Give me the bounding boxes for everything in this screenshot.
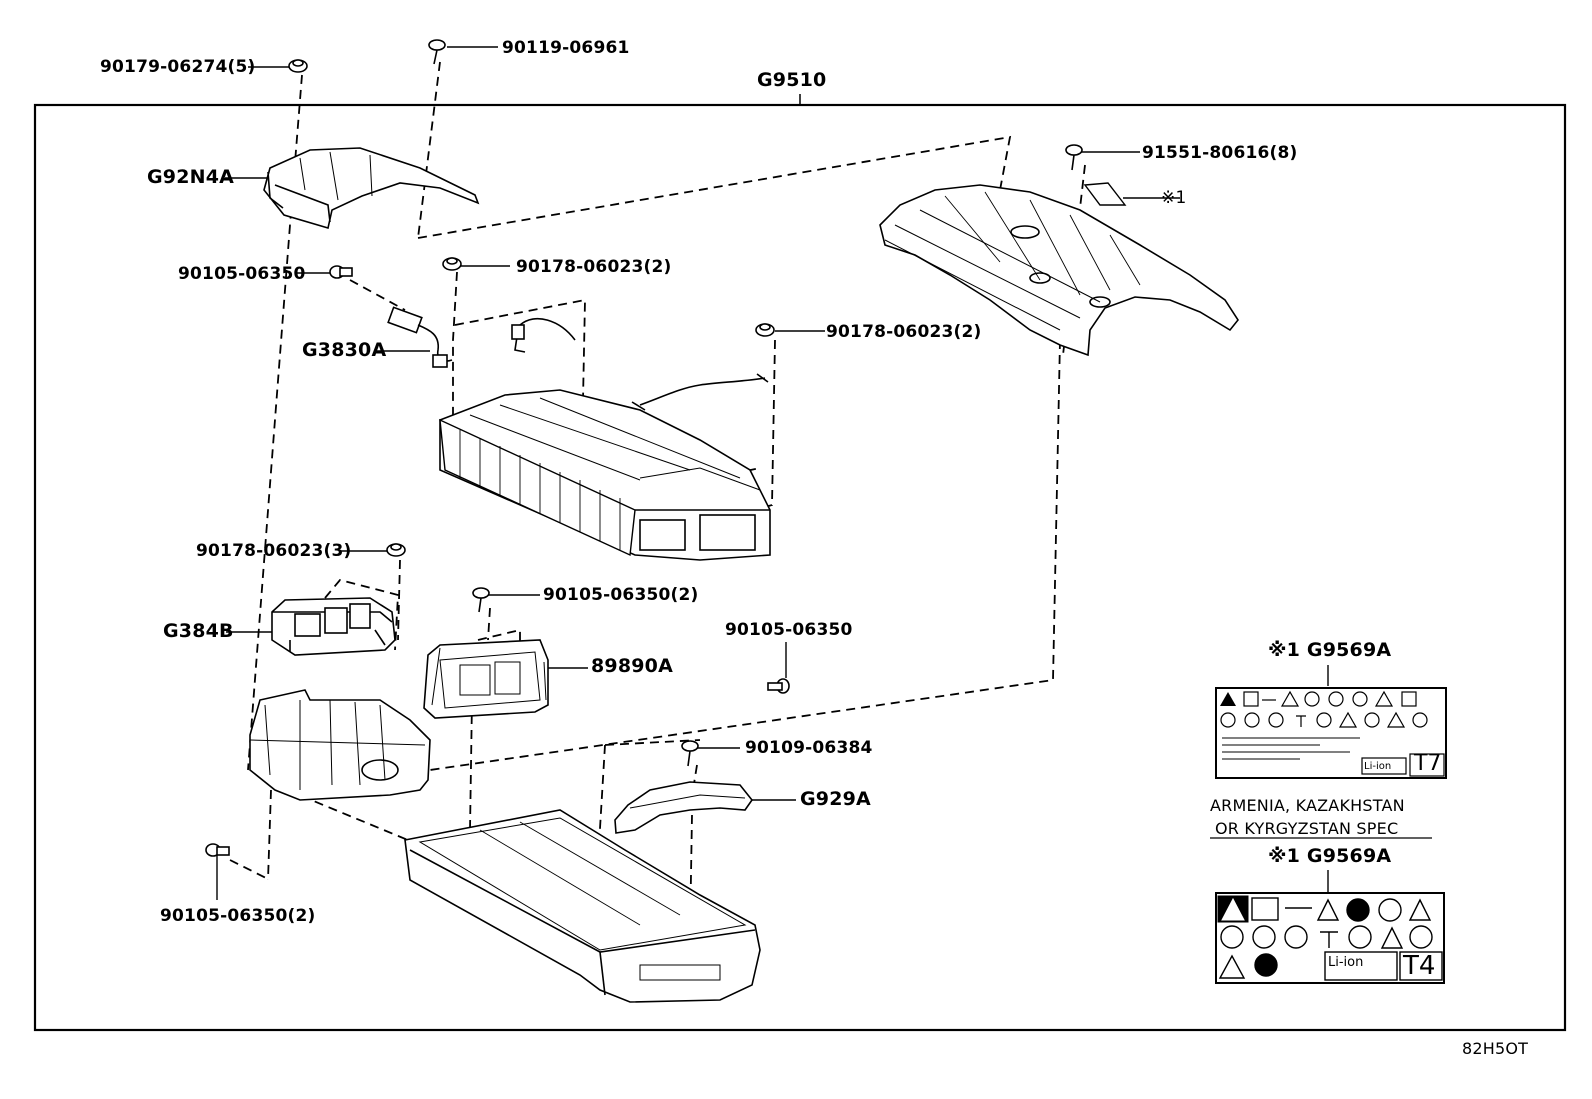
bracket-g929a-drawing (614, 781, 753, 834)
solid-leader-lines (216, 46, 1329, 900)
junction-block-g384b-drawing (271, 597, 396, 656)
callout-91551-80616[interactable]: 91551-80616(8) (1142, 143, 1298, 163)
wire-g3830a-drawing (387, 306, 576, 368)
battery-module-drawing (439, 389, 771, 561)
region-note-line1: ARMENIA, KAZAKHSTAN (1210, 796, 1405, 815)
label-t4-liion: Li-ion (1328, 955, 1364, 970)
nut-90178-b-icon (755, 323, 775, 337)
label-t7-title[interactable]: ※1 G9569A (1268, 639, 1392, 661)
callout-note-1: ※1 (1161, 188, 1187, 208)
callout-90178-06023-c[interactable]: 90178-06023(3) (196, 541, 352, 561)
label-t4-tag: T4 (1403, 951, 1436, 981)
lower-bracket-drawing (249, 689, 431, 801)
label-t7-tag: T7 (1414, 751, 1442, 776)
callout-89890a[interactable]: 89890A (591, 655, 674, 677)
callout-90105-06350-d[interactable]: 90105-06350(2) (160, 906, 316, 926)
nut-90178-a-icon (442, 257, 462, 271)
cover-g92n4a-drawing (263, 147, 480, 230)
callout-g3830a[interactable]: G3830A (302, 339, 387, 361)
bolt-90105-b-icon (472, 587, 490, 613)
bolt-90109-icon (681, 740, 699, 767)
callout-g92n4a[interactable]: G92N4A (147, 166, 235, 188)
assembly-frame (33, 103, 1567, 1032)
region-note-line2: OR KYRGYZSTAN SPEC (1215, 819, 1399, 838)
callout-90179-06274[interactable]: 90179-06274(5) (100, 57, 256, 77)
caution-sticker-drawing (1083, 182, 1127, 206)
callout-90109-06384[interactable]: 90109-06384 (745, 738, 873, 758)
callout-90119-06961[interactable]: 90119-06961 (502, 38, 630, 58)
fasteners (205, 39, 1083, 857)
callout-90105-06350-c[interactable]: 90105-06350 (725, 620, 853, 640)
callout-90105-06350-b[interactable]: 90105-06350(2) (543, 585, 699, 605)
callout-90178-06023-a[interactable]: 90178-06023(2) (516, 257, 672, 277)
label-t7-liion: Li-ion (1364, 761, 1392, 772)
label-sticker-t7 (1215, 687, 1447, 779)
callout-90105-06350-a[interactable]: 90105-06350 (178, 264, 306, 284)
wire-harness-drawing (631, 373, 769, 411)
assembly-label-g9510[interactable]: G9510 (757, 69, 827, 91)
callout-g384b[interactable]: G384B (163, 620, 234, 642)
bolt-90105-d-icon (205, 843, 230, 857)
bolt-90105-a-icon (329, 265, 353, 279)
callout-g929a[interactable]: G929A (800, 788, 871, 810)
screw-90119-icon (428, 39, 446, 65)
nut-90179-icon (288, 59, 308, 73)
bolt-90105-c-icon (767, 678, 790, 694)
nut-90178-c-icon (386, 543, 406, 557)
label-sticker-t4 (1215, 892, 1445, 984)
bolt-91551-icon (1065, 144, 1083, 171)
callout-90178-06023-b[interactable]: 90178-06023(2) (826, 322, 982, 342)
diagram-code: 82H5OT (1462, 1039, 1529, 1058)
ecu-89890a-drawing (423, 639, 549, 719)
upper-cover-drawing (879, 184, 1239, 357)
lower-tray-drawing (404, 809, 761, 1003)
label-t4-title[interactable]: ※1 G9569A (1268, 845, 1392, 867)
